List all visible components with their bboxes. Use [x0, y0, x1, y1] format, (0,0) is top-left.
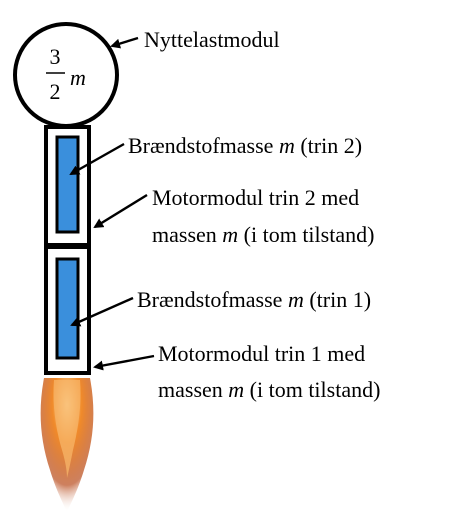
payload-module — [13, 22, 119, 128]
arrow-payload — [110, 36, 139, 49]
motor-stage2-label-line1: Motormodul trin 2 med — [152, 185, 359, 210]
fuel-stage2-label: Brændstofmasse m (trin 2) — [128, 133, 362, 158]
fuel-tank-stage2 — [55, 135, 80, 234]
exhaust-flame — [40, 378, 94, 512]
fuel-tank-stage1 — [55, 257, 80, 360]
arrow-fuel-stage2 — [69, 142, 125, 176]
payload-mass-symbol: m — [70, 65, 86, 90]
fuel-stage1-label: Brændstofmasse m (trin 1) — [137, 287, 371, 312]
motor-stage2-label-line2: massen m (i tom tilstand) — [152, 222, 374, 247]
payload-mass-numerator: 3 — [50, 44, 61, 69]
motor-stage1-label-line2: massen m (i tom tilstand) — [158, 377, 380, 402]
arrow-fuel-stage1 — [70, 296, 134, 327]
arrow-motor-stage1 — [93, 354, 155, 371]
payload-label: Nyttelastmodul — [144, 27, 280, 52]
motor-stage1-label-line1: Motormodul trin 1 med — [158, 341, 365, 366]
payload-mass-denominator: 2 — [50, 79, 61, 104]
arrow-motor-stage2 — [93, 193, 148, 229]
